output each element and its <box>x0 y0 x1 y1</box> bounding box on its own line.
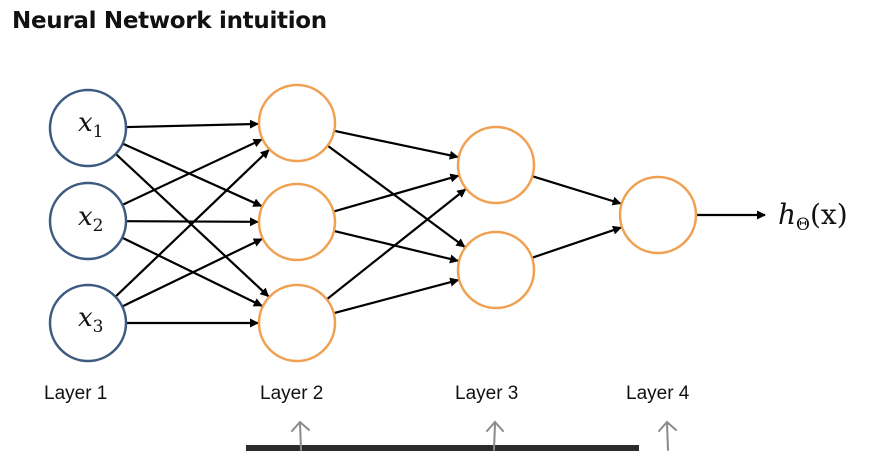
input-label-x2: x2 <box>78 202 104 236</box>
node-layer3-1 <box>456 125 536 205</box>
edge-l1n3-l2n1 <box>114 149 270 298</box>
node-layer2-3 <box>257 283 337 363</box>
pen-annotation-arrow-icon <box>486 420 504 451</box>
layer-1-label: Layer 1 <box>44 383 108 404</box>
input-label-x1: x1 <box>78 108 104 142</box>
edge-l1n1-l2n1 <box>125 119 259 129</box>
node-layer2-1 <box>257 83 337 163</box>
input-label-x3: x3 <box>78 303 104 337</box>
pen-annotation-arrow-icon <box>658 420 677 451</box>
output-label: hΘ(x) <box>778 198 848 235</box>
node-layer1-1 <box>48 88 128 168</box>
node-layer1-3 <box>48 283 128 363</box>
pen-annotation-arrow-icon <box>291 420 310 451</box>
layer-2-label: Layer 2 <box>260 383 324 404</box>
edge-l1n1-l2n2 <box>122 142 263 208</box>
layer-3-label: Layer 3 <box>455 383 519 404</box>
nodes <box>48 83 698 363</box>
edge-l2n2-l3n2 <box>333 229 459 264</box>
layer-4-label: Layer 4 <box>626 383 690 404</box>
edge-l1n2-l2n2 <box>125 217 259 227</box>
edge-l2n1-l3n2 <box>326 144 466 248</box>
node-layer2-2 <box>257 182 337 262</box>
edge-l3n2-l4n1 <box>531 225 622 259</box>
node-layer3-2 <box>456 230 536 310</box>
node-layer4-1 <box>618 175 698 255</box>
edge-l1n1-l2n3 <box>115 153 270 298</box>
slide-title: Neural Network intuition <box>12 8 327 34</box>
edge-l2n2-l3n1 <box>333 173 460 213</box>
edge-l1n3-l2n2 <box>121 237 263 308</box>
edge-l1n2-l2n1 <box>121 138 263 206</box>
edge-l2n3-l3n2 <box>333 277 460 315</box>
edge-l2n3-l3n1 <box>326 188 467 301</box>
connections <box>114 119 766 328</box>
video-progress-bar <box>246 445 639 451</box>
node-layer1-2 <box>48 181 128 261</box>
edge-l2n1-l3n1 <box>333 129 459 160</box>
node-labels: x1 x2 x3 hΘ(x) <box>78 108 848 337</box>
edge-l3n1-l4n1 <box>531 175 622 206</box>
